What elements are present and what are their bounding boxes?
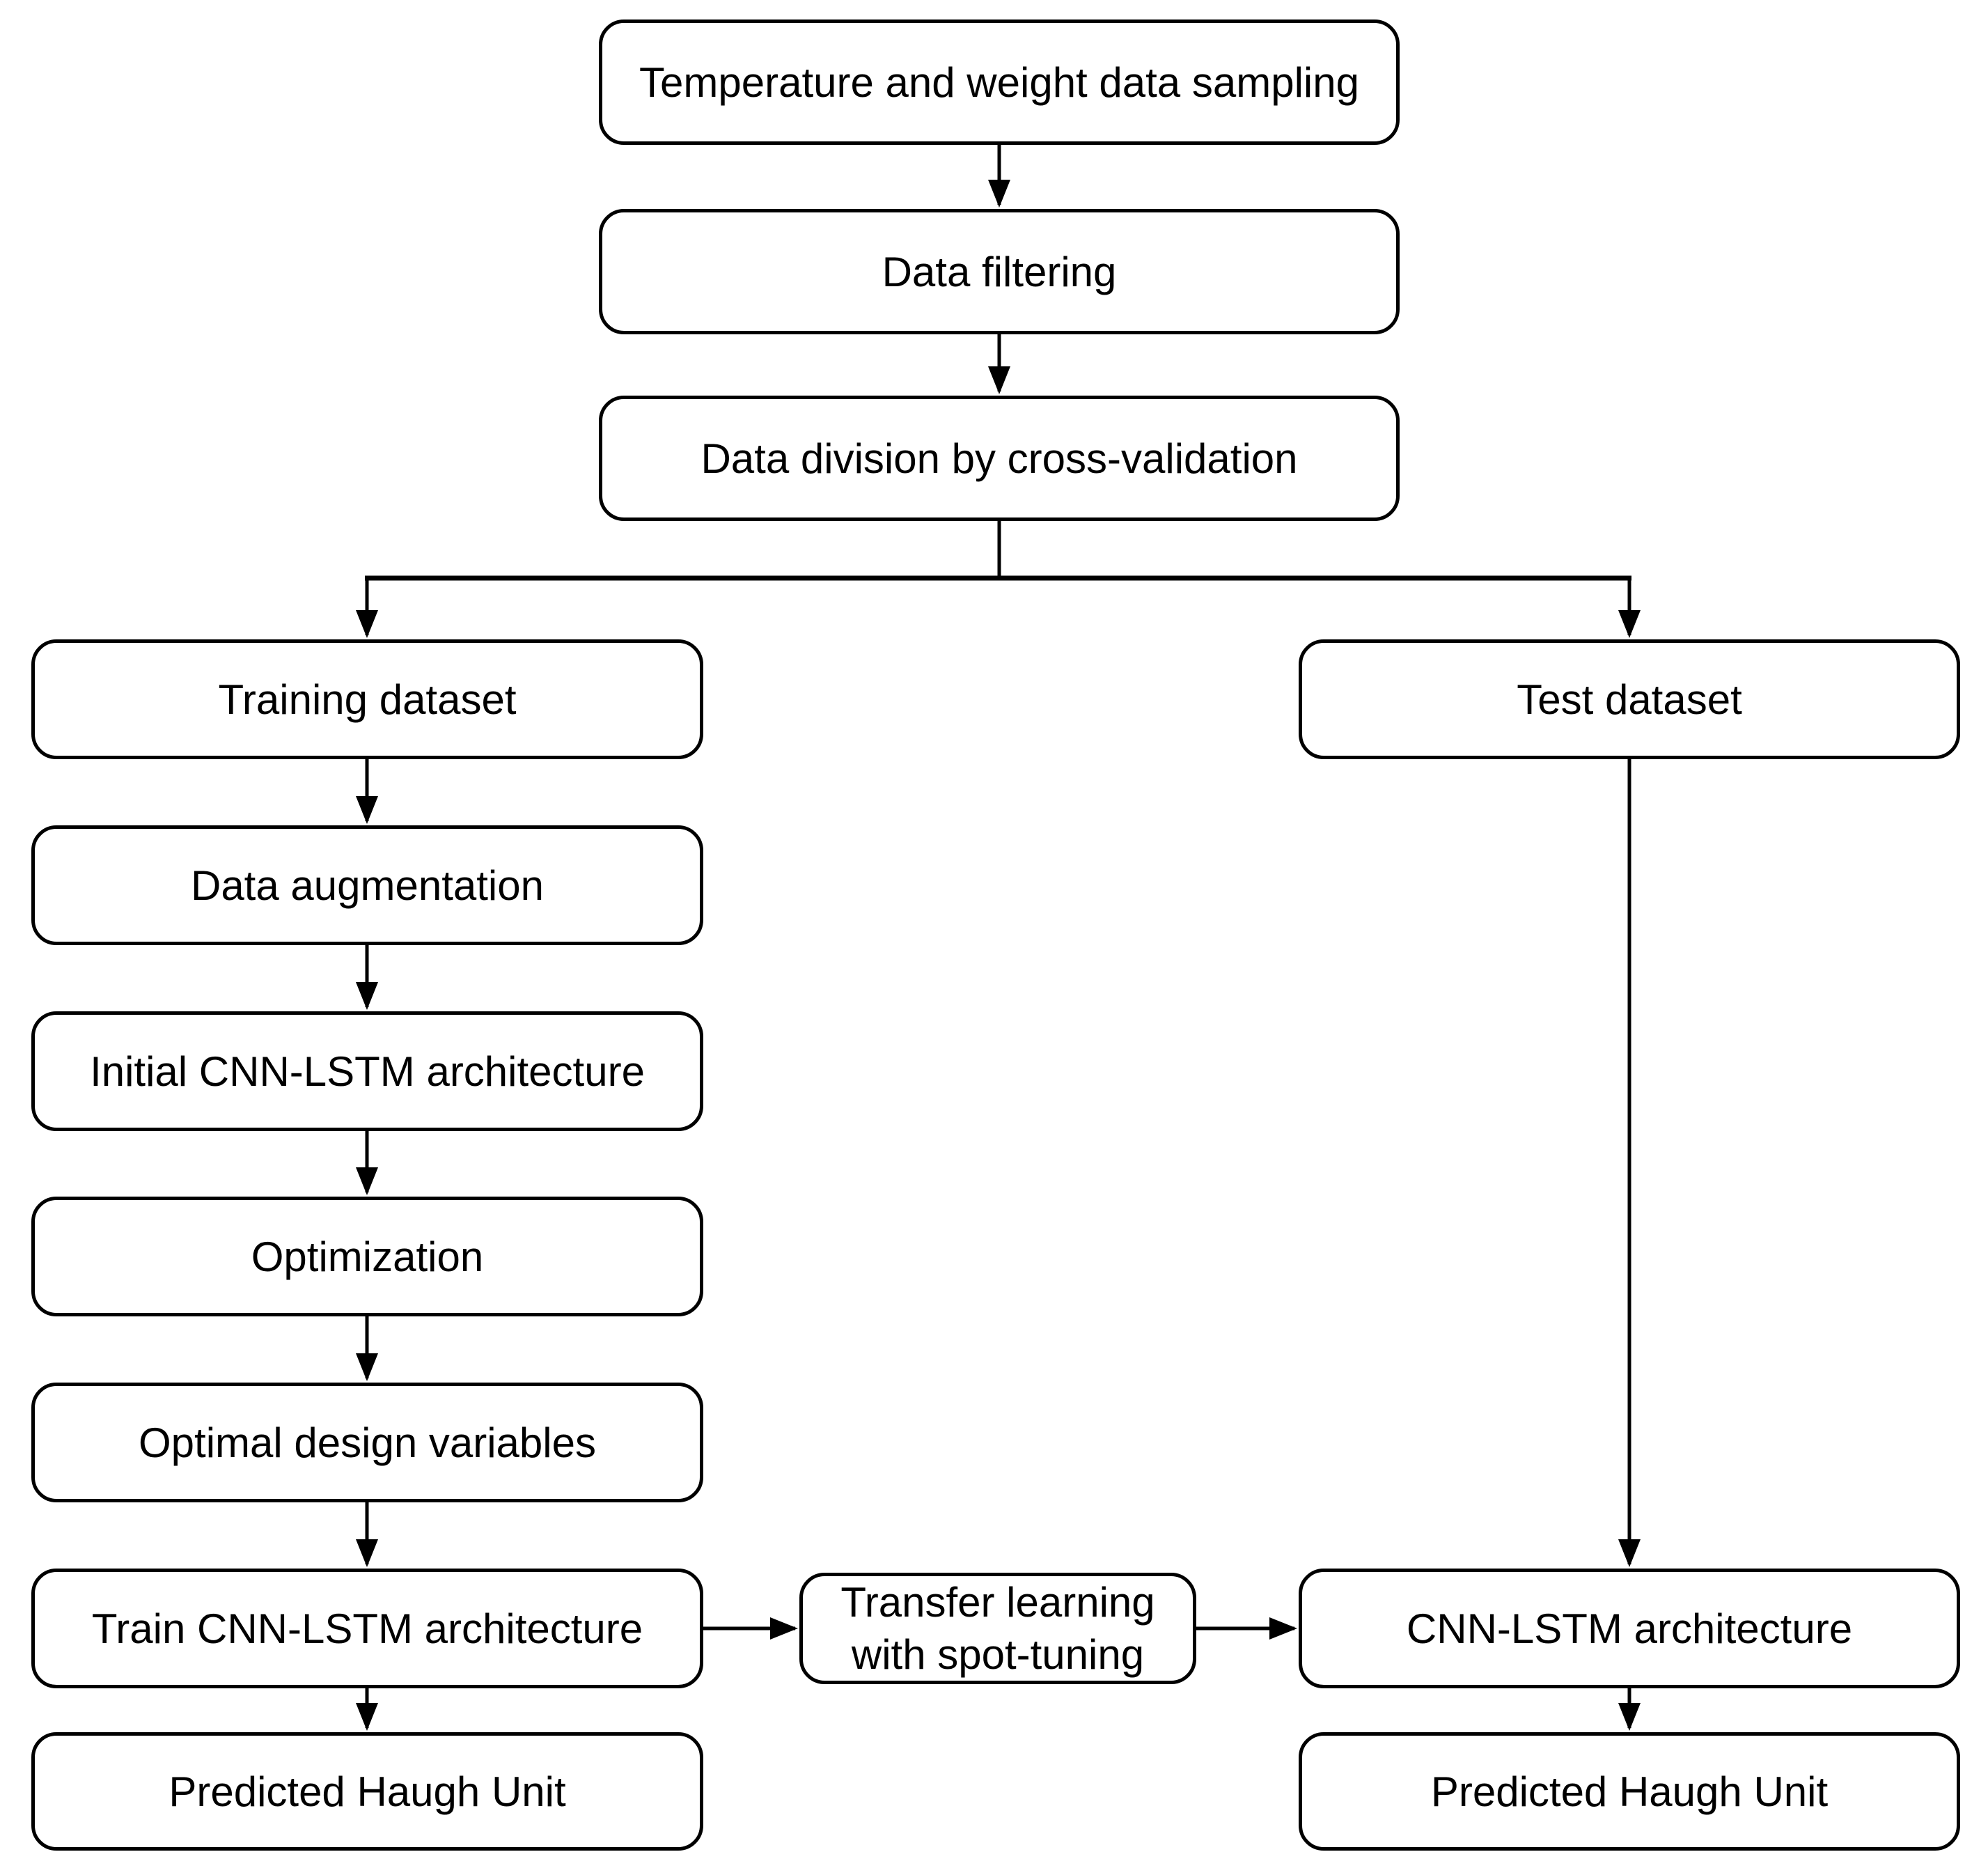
node-training-dataset: Training dataset — [31, 639, 703, 759]
node-optimal-design-variables: Optimal design variables — [31, 1383, 703, 1502]
node-predicted-haugh-unit-test: Predicted Haugh Unit — [1299, 1732, 1960, 1851]
node-test-dataset: Test dataset — [1299, 639, 1960, 759]
node-transfer-learning-spot-tuning: Transfer learning with spot-tuning — [799, 1573, 1196, 1684]
node-cnn-lstm-architecture: CNN-LSTM architecture — [1299, 1569, 1960, 1688]
node-initial-cnn-lstm-architecture: Initial CNN-LSTM architecture — [31, 1011, 703, 1131]
node-train-cnn-lstm-architecture: Train CNN-LSTM architecture — [31, 1569, 703, 1688]
node-data-division-cross-validation: Data division by cross-validation — [599, 396, 1400, 521]
node-temperature-weight-data-sampling: Temperature and weight data sampling — [599, 20, 1400, 145]
node-data-augmentation: Data augmentation — [31, 825, 703, 945]
node-predicted-haugh-unit-training: Predicted Haugh Unit — [31, 1732, 703, 1851]
node-data-filtering: Data filtering — [599, 209, 1400, 334]
node-optimization: Optimization — [31, 1197, 703, 1316]
